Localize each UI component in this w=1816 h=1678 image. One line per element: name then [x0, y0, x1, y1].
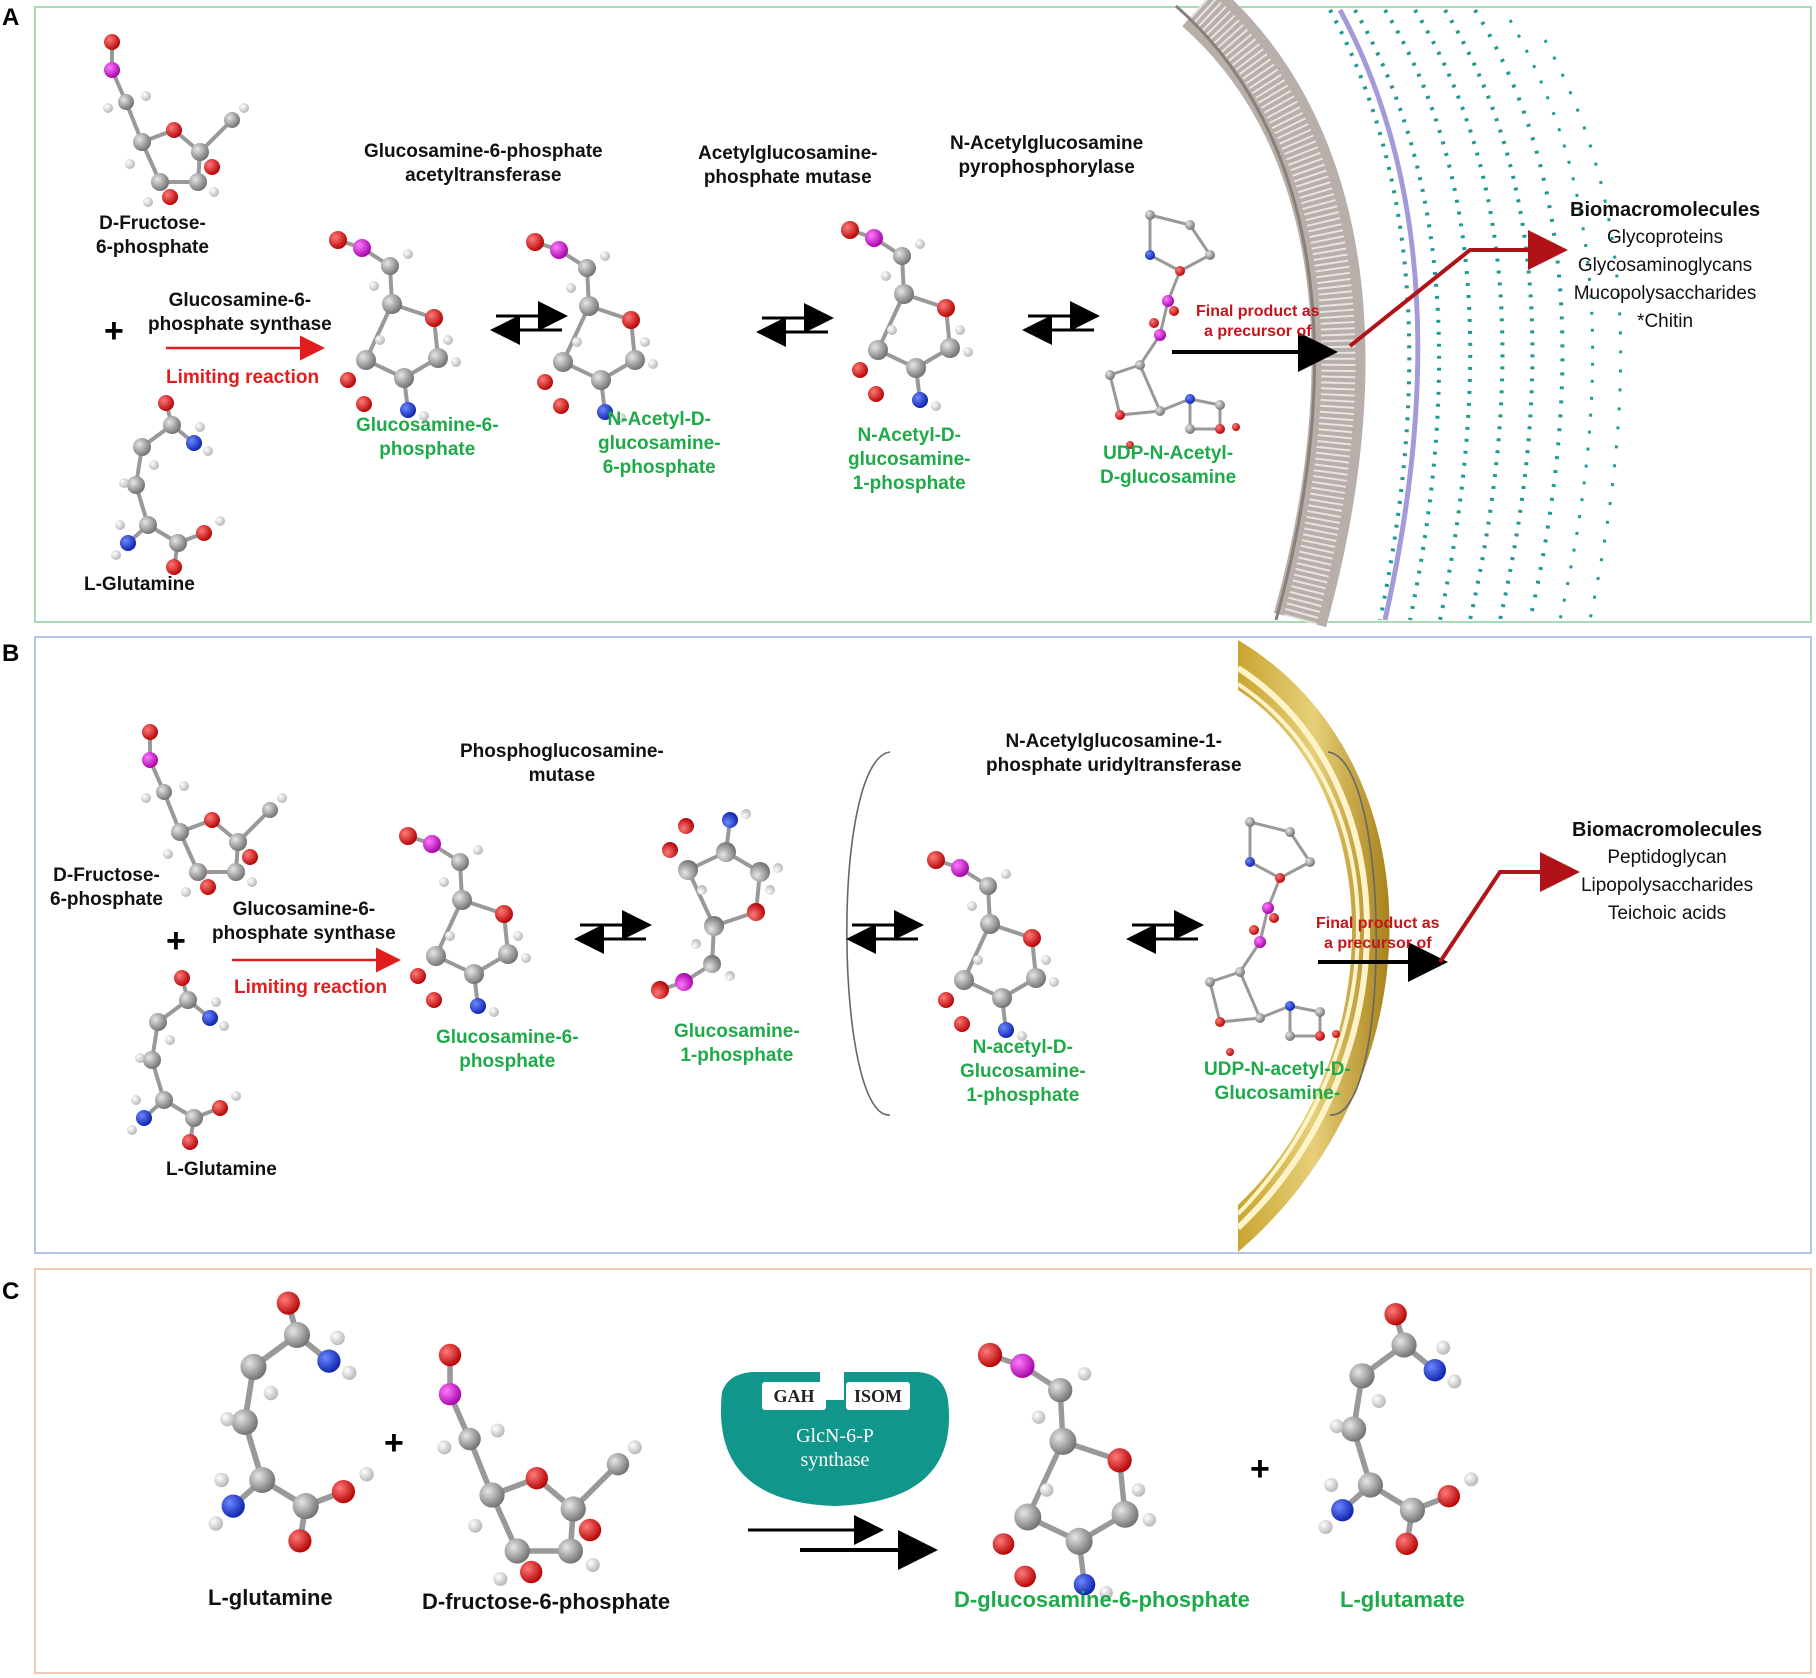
a-plus: +: [104, 312, 124, 350]
b-enzyme0: Glucosamine-6-phosphate synthase: [212, 899, 396, 944]
c-reactant2: D-fructose-6-phosphate: [422, 1589, 671, 1614]
b-product1: Glucosamine-6-phosphate: [436, 1027, 579, 1072]
panel-b-letter: B: [2, 640, 20, 667]
panel-a: [34, 6, 1812, 623]
c-domain-gah: GAH: [762, 1382, 826, 1410]
panel-a-letter: A: [2, 4, 20, 31]
c-plus-2: +: [1250, 1450, 1270, 1488]
a-substrate1: D-Fructose-6-phosphate: [96, 213, 209, 258]
c-reactant1: L-glutamine: [208, 1585, 333, 1610]
b-plus: +: [166, 922, 186, 960]
a-limiting: Limiting reaction: [166, 367, 320, 388]
b-product2: Glucosamine-1-phosphate: [674, 1021, 800, 1066]
c-product2: L-glutamate: [1340, 1587, 1465, 1612]
b-product3: N-acetyl-D-Glucosamine-1-phosphate: [960, 1037, 1086, 1106]
b-substrate2: L-Glutamine: [166, 1159, 277, 1180]
a-product2: N-Acetyl-D-glucosamine-6-phosphate: [598, 409, 721, 478]
a-product1: Glucosamine-6-phosphate: [356, 415, 499, 460]
a-enzyme2: Acetylglucosamine-phosphate mutase: [698, 143, 878, 188]
a-product3: N-Acetyl-D-glucosamine-1-phosphate: [848, 425, 971, 494]
b-enzyme1: Phosphoglucosamine-mutase: [460, 741, 664, 786]
a-enzyme0: Glucosamine-6-phosphate synthase: [148, 290, 332, 335]
a-product4: UDP-N-Acetyl-D-glucosamine: [1100, 443, 1237, 488]
panel-b: [34, 636, 1812, 1254]
c-product1: D-glucosamine-6-phosphate: [954, 1587, 1250, 1612]
c-domain-isom: ISOM: [846, 1382, 910, 1410]
b-enzyme2: N-Acetylglucosamine-1-phosphate uridyltr…: [986, 731, 1242, 776]
panel-c-letter: C: [2, 1278, 20, 1305]
c-plus-1: +: [384, 1424, 404, 1462]
b-product4: UDP-N-acetyl-D-Glucosamine-: [1204, 1059, 1351, 1104]
a-biomacromolecules: Biomacromolecules Glycoproteins Glycosam…: [1570, 199, 1761, 332]
b-limiting: Limiting reaction: [234, 977, 388, 998]
b-biomacromolecules: Biomacromolecules Peptidoglycan Lipopoly…: [1572, 819, 1763, 924]
b-substrate1: D-Fructose-6-phosphate: [50, 865, 163, 910]
a-substrate2: L-Glutamine: [84, 574, 195, 595]
